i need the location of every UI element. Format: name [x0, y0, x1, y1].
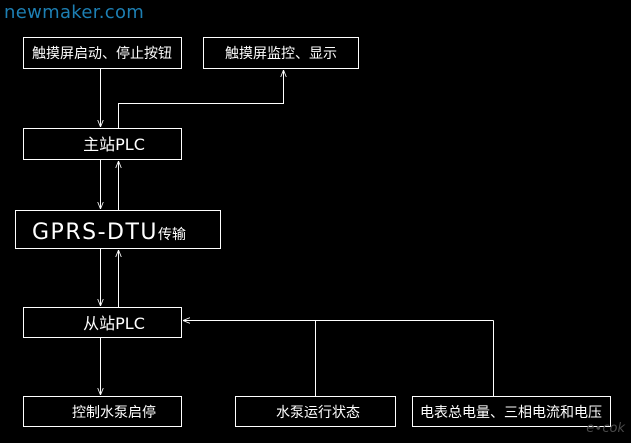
box-gprs-dtu [15, 210, 221, 249]
label-gprs-dtu: GPRS-DTU传输 [32, 220, 186, 245]
watermark-logo: newmaker.com [4, 2, 145, 23]
arrow-master-to-monitor [118, 70, 284, 128]
box-meter-readings [412, 396, 611, 427]
label-touch-start-stop: 触摸屏启动、停止按钮 [32, 45, 172, 62]
corner-watermark: e∙cok [586, 421, 625, 436]
box-slave-plc [23, 307, 182, 338]
box-touch-start-stop [23, 37, 182, 69]
label-gprs-dtu-main: GPRS-DTU [32, 220, 158, 245]
label-pump-control: 控制水泵启停 [72, 404, 156, 421]
box-pump-status [235, 396, 396, 427]
label-touch-monitor: 触摸屏监控、显示 [225, 46, 337, 62]
label-pump-status: 水泵运行状态 [276, 405, 360, 421]
label-slave-plc: 从站PLC [83, 314, 145, 333]
label-meter-readings: 电表总电量、三相电流和电压 [420, 405, 602, 421]
box-touch-monitor [203, 37, 359, 69]
box-pump-control [23, 396, 182, 427]
box-master-plc [23, 128, 182, 160]
label-master-plc: 主站PLC [83, 135, 145, 154]
label-gprs-dtu-suffix: 传输 [158, 227, 186, 243]
